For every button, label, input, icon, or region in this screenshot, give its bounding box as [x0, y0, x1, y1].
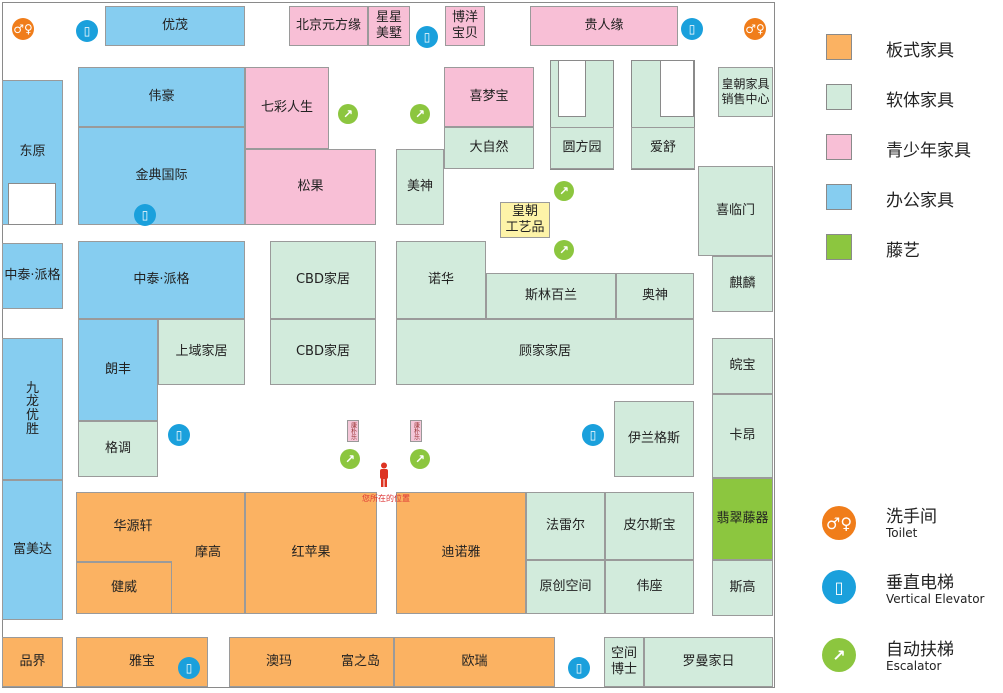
store-wanbao[interactable]: 皖宝 — [712, 338, 773, 394]
legend-swatch-office — [826, 184, 852, 210]
legend-facility-en: Escalator — [886, 659, 942, 673]
store-faleier[interactable]: 法雷尔 — [526, 492, 605, 560]
elevator-icon[interactable]: ▯ — [568, 657, 590, 679]
store-cbd2[interactable]: CBD家居 — [270, 319, 376, 385]
unit-blank-2 — [558, 60, 586, 117]
you-are-here-label: 您所在的位置 — [362, 494, 410, 503]
toilet-icon: ♂♀ — [822, 506, 856, 540]
store-yilange[interactable]: 伊兰格斯 — [614, 401, 694, 477]
store-jindian[interactable]: 金典国际 — [78, 127, 245, 225]
store-hongpingguo[interactable]: 红苹果 — [245, 492, 377, 614]
legend-facility-cn: 垂直电梯 — [886, 573, 954, 593]
elevator-icon[interactable]: ▯ — [134, 204, 156, 226]
kiosk-kangpule[interactable]: 康朴乐 — [410, 420, 422, 442]
elevator-icon[interactable]: ▯ — [76, 20, 98, 42]
store-cbd1[interactable]: CBD家居 — [270, 241, 376, 319]
store-boyang[interactable]: 博洋 宝贝 — [445, 6, 485, 46]
elevator-icon[interactable]: ▯ — [681, 18, 703, 40]
escalator-icon[interactable]: ↗ — [554, 181, 574, 201]
store-shangyu[interactable]: 上域家居 — [158, 319, 245, 385]
store-xilinmen[interactable]: 喜临门 — [698, 166, 773, 256]
store-jiulong[interactable]: 九 龙 优 胜 — [2, 338, 63, 480]
store-pinjie[interactable]: 品界 — [2, 637, 63, 687]
elevator-icon[interactable]: ▯ — [582, 424, 604, 446]
store-kaang[interactable]: 卡昂 — [712, 394, 773, 478]
escalator-icon[interactable]: ↗ — [340, 449, 360, 469]
store-youmao[interactable]: 优茂 — [105, 6, 245, 46]
legend-swatch-rattan — [826, 234, 852, 260]
escalator-icon: ↗ — [822, 638, 856, 672]
store-jianwei[interactable]: 健威 — [76, 562, 172, 614]
store-gujia[interactable]: 顾家家居 — [396, 319, 694, 385]
legend-label: 藤艺 — [886, 241, 920, 261]
toilet-icon[interactable]: ♂♀ — [12, 18, 34, 40]
store-meishen[interactable]: 美神 — [396, 149, 444, 225]
store-ximengbao[interactable]: 喜梦宝 — [444, 67, 534, 127]
kiosk-kangpule[interactable]: 康朴乐 — [347, 420, 359, 442]
legend-label: 板式家具 — [886, 41, 954, 61]
legend-swatch-panel — [826, 34, 852, 60]
store-xingxing[interactable]: 星星 美墅 — [368, 6, 410, 46]
store-fuzhidao[interactable]: 富之岛 — [328, 637, 394, 687]
store-aoma[interactable]: 澳玛 — [229, 637, 328, 687]
store-fucuitengyi[interactable]: 翡翠藤器 — [712, 478, 773, 560]
elevator-icon[interactable]: ▯ — [168, 424, 190, 446]
store-qilin[interactable]: 麒麟 — [712, 256, 773, 312]
elevator-icon: ▯ — [822, 570, 856, 604]
store-getiao[interactable]: 格调 — [78, 421, 158, 477]
store-pierstbao[interactable]: 皮尔斯宝 — [605, 492, 694, 560]
store-songguo[interactable]: 松果 — [245, 149, 376, 225]
store-kongjian[interactable]: 空间 博士 — [604, 637, 644, 687]
elevator-icon[interactable]: ▯ — [416, 26, 438, 48]
store-zhongtai[interactable]: 中泰·派格 — [78, 241, 245, 319]
escalator-icon[interactable]: ↗ — [554, 240, 574, 260]
store-silin[interactable]: 斯林百兰 — [486, 273, 616, 319]
store-qicai[interactable]: 七彩人生 — [245, 67, 329, 149]
dongyuan-notch — [8, 183, 56, 225]
legend-facility-cn: 自动扶梯 — [886, 640, 954, 660]
store-nuohua[interactable]: 诺华 — [396, 241, 486, 319]
toilet-icon[interactable]: ♂♀ — [744, 18, 766, 40]
you-are-here-marker-icon — [380, 462, 388, 487]
store-dinuoya[interactable]: 迪诺雅 — [396, 492, 526, 614]
store-beijing-yuanfang[interactable]: 北京元方缘 — [289, 6, 368, 46]
escalator-icon[interactable]: ↗ — [338, 104, 358, 124]
store-yuanchuang[interactable]: 原创空间 — [526, 560, 605, 614]
store-luoman[interactable]: 罗曼家日 — [644, 637, 773, 687]
store-langfeng[interactable]: 朗丰 — [78, 319, 158, 421]
escalator-icon[interactable]: ↗ — [410, 104, 430, 124]
legend-label: 办公家具 — [886, 191, 954, 211]
store-daziran[interactable]: 大自然 — [444, 127, 534, 169]
store-huayuanxuan[interactable]: 华源轩 — [76, 492, 190, 562]
escalator-icon[interactable]: ↗ — [410, 449, 430, 469]
store-ourui[interactable]: 欧瑞 — [394, 637, 555, 687]
store-weizuo[interactable]: 伟座 — [605, 560, 694, 614]
store-yuanfangyuan[interactable]: 圆方园 — [550, 127, 614, 169]
store-sigao[interactable]: 斯高 — [712, 560, 773, 616]
store-weihao[interactable]: 伟豪 — [78, 67, 245, 127]
legend-swatch-youth — [826, 134, 852, 160]
store-aoshen[interactable]: 奥神 — [616, 273, 694, 319]
elevator-icon[interactable]: ▯ — [178, 657, 200, 679]
store-mogao[interactable]: 摩高 — [172, 492, 245, 614]
store-zhongtai-left[interactable]: 中泰·派格 — [2, 243, 63, 309]
legend-facility-en: Vertical Elevator — [886, 592, 985, 606]
legend-facility-cn: 洗手间 — [886, 507, 937, 527]
store-fumeida[interactable]: 富美达 — [2, 480, 63, 620]
store-aishu[interactable]: 爱舒 — [631, 127, 695, 169]
store-huangchao-art[interactable]: 皇朝 工艺品 — [500, 202, 550, 238]
legend-label: 软体家具 — [886, 91, 954, 111]
legend-label: 青少年家具 — [886, 141, 971, 161]
store-huangchao-sales[interactable]: 皇朝家具 销售中心 — [718, 67, 773, 117]
legend-swatch-soft — [826, 84, 852, 110]
store-guirenyuan[interactable]: 贵人缘 — [530, 6, 678, 46]
legend-facility-en: Toilet — [886, 526, 918, 540]
unit-blank-4 — [660, 60, 694, 117]
